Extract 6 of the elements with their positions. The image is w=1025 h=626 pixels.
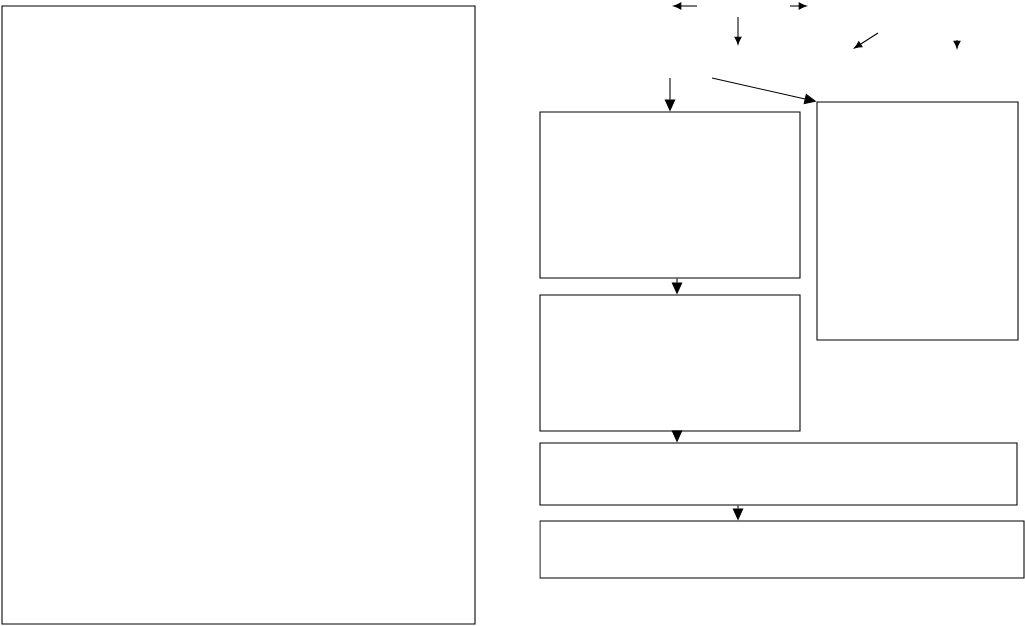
box: [539, 294, 801, 432]
box: [816, 101, 1019, 341]
box: [539, 442, 1018, 506]
box: [539, 520, 1025, 579]
box: [1, 5, 476, 625]
box: [539, 111, 801, 279]
